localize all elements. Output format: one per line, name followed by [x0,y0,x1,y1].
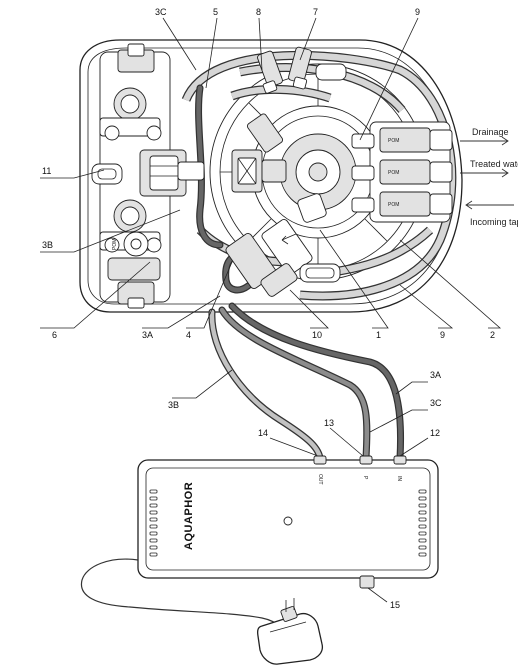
pom-bottom-mark: POM [388,202,399,208]
flow-arrows [460,136,514,210]
callout-5: 5 [213,7,218,17]
callout-9-bottom: 9 [440,330,445,340]
right-valve-blocks: POM POM POM [351,121,453,223]
callout-3c-top: 3C [155,7,167,17]
lower-connectors [225,193,341,297]
callout-3c-right: 3C [430,398,442,408]
callout-7: 7 [313,7,318,17]
right-vents [418,489,427,557]
callout-13: 13 [324,418,334,428]
pump-unit [137,455,439,589]
callout-3b-left: 3B [42,240,53,250]
callout-3a-right: 3A [430,370,441,380]
callout-labels: 3C 5 8 7 9 11 3B 6 3A 4 10 1 9 2 3B 3A 3… [42,7,495,610]
left-mounting-column: POM [99,43,187,309]
callout-3a-mid: 3A [142,330,153,340]
pom-left-mark: POM [112,239,118,250]
callout-15: 15 [390,600,400,610]
power-cord [80,558,283,629]
callout-8: 8 [256,7,261,17]
membrane-housing [209,63,427,281]
screw-hole [283,516,293,526]
left-vents [149,489,158,557]
callout-6: 6 [52,330,57,340]
callout-9-top: 9 [415,7,420,17]
callout-12: 12 [430,428,440,438]
grip-slot [91,163,123,185]
incoming-tap-label: Incoming tap [470,217,518,227]
tube-3c [218,306,371,462]
pom-top-mark: POM [388,138,399,144]
leader-lines [40,17,502,603]
brand-logo-text: AQUAPHOR [183,482,195,550]
callout-4: 4 [186,330,191,340]
port-out-label: OUT [317,474,323,485]
tee-fittings [177,113,287,193]
callout-3b-lower: 3B [168,400,179,410]
drainage-label: Drainage [472,127,509,137]
tube-5 [195,84,224,249]
top-connectors [257,46,347,94]
pom-mid-mark: POM [388,170,399,176]
callout-1: 1 [376,330,381,340]
callout-11: 11 [42,166,51,176]
tube-3b [208,308,324,462]
port-p-label: P [362,476,368,480]
treated-water-label: Treated wate [470,159,518,169]
callout-2: 2 [490,330,495,340]
tube-3a [228,302,405,462]
port-in-label: IN [396,476,402,481]
callout-10: 10 [312,330,322,340]
callout-14: 14 [258,428,268,438]
power-adapter [256,598,324,665]
